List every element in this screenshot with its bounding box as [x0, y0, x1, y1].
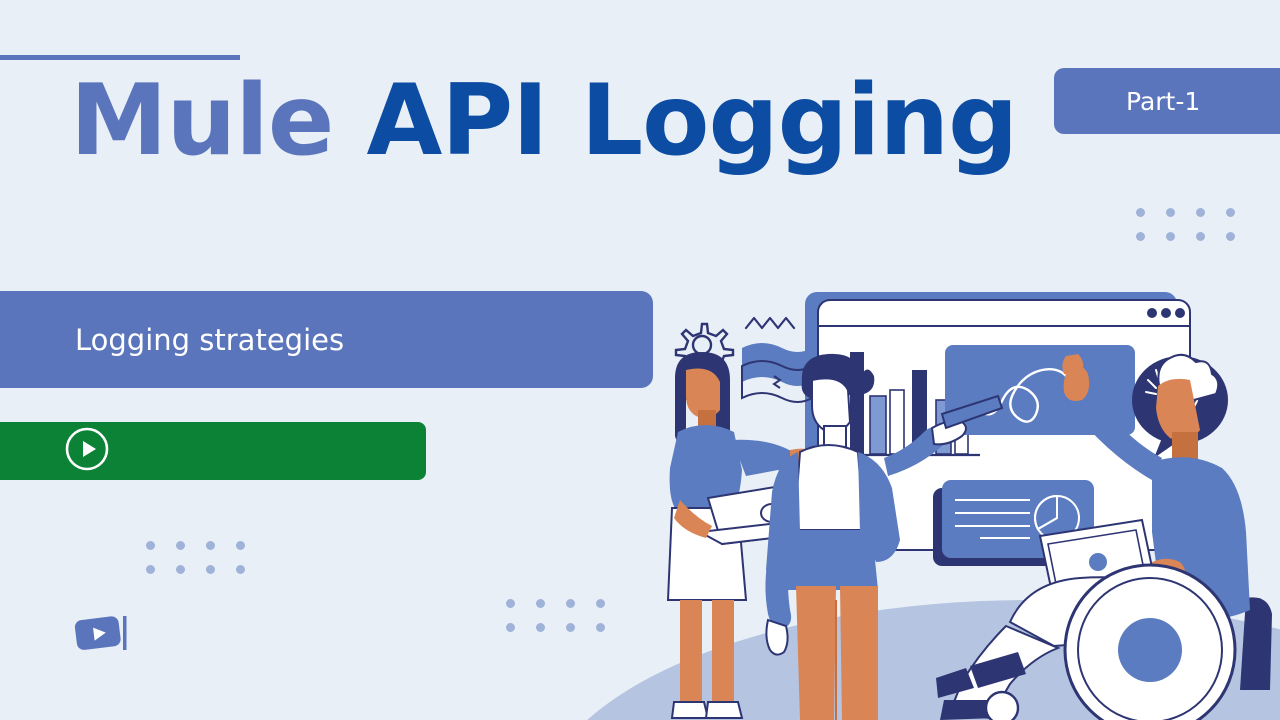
person-in-wheelchair	[936, 353, 1272, 720]
dot	[1166, 232, 1175, 241]
page-title-part-two: API Logging	[366, 64, 1018, 178]
dot	[176, 565, 185, 574]
dot	[236, 565, 245, 574]
part-badge-label: Part-1	[1126, 86, 1201, 116]
dot	[1196, 232, 1205, 241]
dot	[206, 541, 215, 550]
page-title: Mule API Logging	[70, 72, 1018, 170]
title-top-rule	[0, 55, 240, 60]
man-presenting	[765, 353, 1004, 720]
dot	[506, 623, 515, 632]
youtube-play-icon[interactable]	[74, 610, 130, 660]
dot	[1136, 208, 1145, 217]
team-presentation-illustration	[650, 270, 1280, 720]
dot	[146, 565, 155, 574]
zigzag-icon	[744, 316, 796, 330]
dot-grid-top-right	[1136, 208, 1256, 256]
dot-grid-left	[146, 541, 266, 589]
dot	[596, 623, 605, 632]
dot	[206, 565, 215, 574]
dot	[566, 599, 575, 608]
dot	[1136, 232, 1145, 241]
dot	[236, 541, 245, 550]
subtitle-bar: Logging strategies	[0, 291, 653, 388]
dot	[1196, 208, 1205, 217]
dot	[536, 623, 545, 632]
play-circle-icon[interactable]	[64, 426, 110, 476]
dot	[596, 599, 605, 608]
action-bar[interactable]	[0, 422, 426, 480]
dot	[566, 623, 575, 632]
page-title-part-one: Mule	[70, 64, 367, 178]
flag-icon	[741, 343, 813, 403]
subtitle-bar-label: Logging strategies	[75, 322, 345, 357]
dot	[1226, 208, 1235, 217]
part-badge: Part-1	[1054, 68, 1280, 134]
dot	[1166, 208, 1175, 217]
dot	[536, 599, 545, 608]
dot-grid-middle	[506, 599, 626, 647]
dot	[176, 541, 185, 550]
dot	[506, 599, 515, 608]
dot	[1226, 232, 1235, 241]
dot	[146, 541, 155, 550]
